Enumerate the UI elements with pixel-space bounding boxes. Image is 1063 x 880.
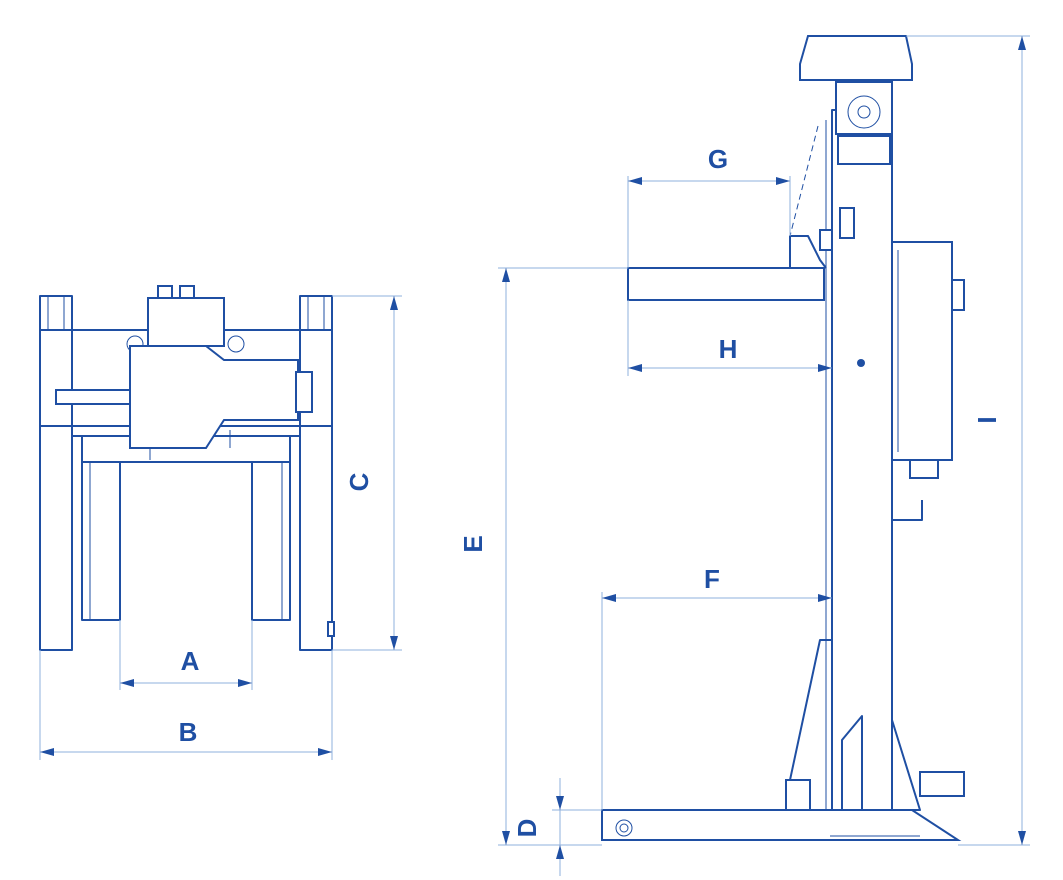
control-box — [891, 241, 953, 461]
side-dimensions: G H F E D I — [458, 35, 1030, 876]
front-view — [39, 285, 335, 651]
side-view — [601, 35, 965, 841]
dimension-g-label: G — [708, 144, 728, 174]
dimension-e-label: E — [458, 535, 488, 552]
dimension-f-label: F — [704, 564, 720, 594]
left-outer-leg — [39, 295, 73, 651]
lifting-arm — [627, 267, 825, 301]
top-motor — [835, 81, 893, 135]
dimension-a-label: A — [181, 646, 200, 676]
motor-housing — [129, 345, 299, 449]
dimension-h-label: H — [719, 334, 738, 364]
dimension-b-label: B — [179, 717, 198, 747]
right-inner-leg — [251, 461, 291, 621]
gearbox — [147, 297, 225, 347]
dimension-i-label: I — [972, 416, 1002, 423]
dimension-d-label: D — [512, 819, 542, 838]
top-cap — [799, 35, 913, 81]
left-inner-leg — [81, 461, 121, 621]
right-outer-leg — [299, 295, 333, 651]
foot-pedal — [919, 771, 965, 797]
front-dimensions: A B C — [39, 295, 402, 760]
side-arm — [55, 389, 133, 405]
dimension-c-label: C — [344, 472, 374, 491]
